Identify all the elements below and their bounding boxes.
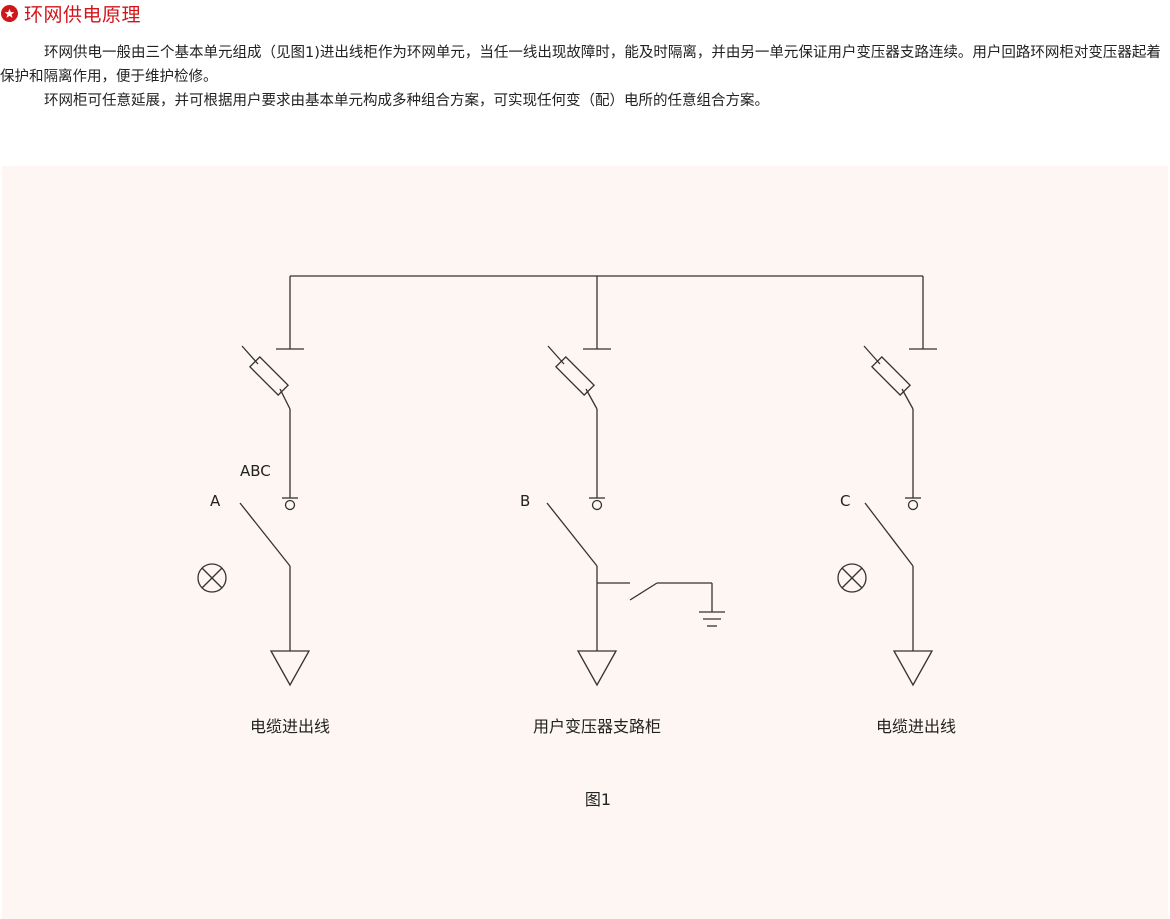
label-unit-a: A [210,492,221,510]
unit-c-circuit [837,276,937,687]
label-unit-c: C [840,492,850,510]
figure-caption: 图1 [585,790,611,809]
label-abc: ABC [240,462,271,480]
caption-left-cable: 电缆进出线 [250,717,330,736]
label-unit-b: B [520,492,530,510]
caption-transformer-branch: 用户变压器支路柜 [533,717,661,736]
ground-icon [699,611,725,627]
unit-b-circuit [546,276,725,687]
paragraph-intro: 环网供电一般由三个基本单元组成（见图1)进出线柜作为环网单元，当任一线出现故障时… [0,45,1161,85]
unit-a-circuit [197,276,311,687]
section-heading: 环网供电原理 [0,0,141,26]
indicator-lamp-icon [837,563,867,593]
star-in-circle-icon [1,4,18,22]
diagram-panel [2,166,1168,919]
section-title: 环网供电原理 [24,3,142,26]
indicator-lamp-icon [197,563,227,593]
caption-right-cable: 电缆进出线 [876,717,956,736]
paragraph-extension: 环网柜可任意延展，并可根据用户要求由基本单元构成多种组合方案，可实现任何变（配）… [44,93,769,109]
